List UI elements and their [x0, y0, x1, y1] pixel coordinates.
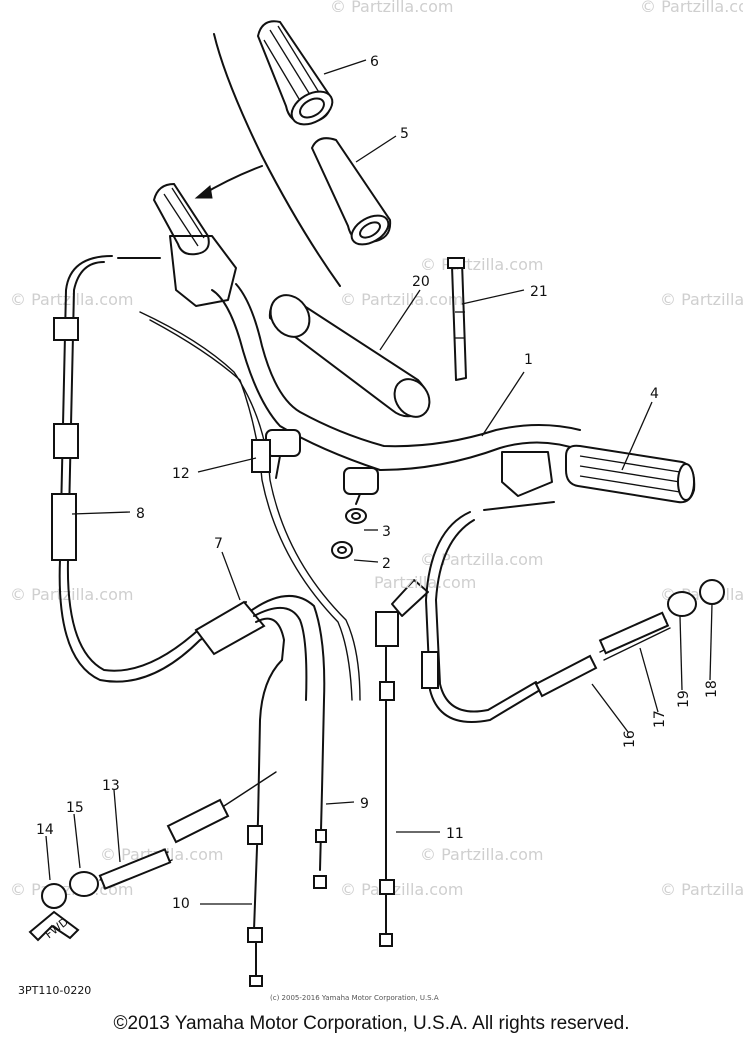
- watermark-text: © Partzilla.com: [660, 290, 743, 309]
- callout-9: 9: [360, 796, 369, 812]
- watermark-text: © Partzilla.com: [10, 585, 133, 604]
- part-14-cap[interactable]: [41, 883, 67, 909]
- callout-5: 5: [400, 126, 409, 142]
- callout-19: 19: [676, 690, 692, 708]
- right-cable-loop: [421, 501, 555, 723]
- part-19-holder[interactable]: [667, 591, 697, 617]
- callout-13: 13: [102, 778, 120, 794]
- part-7-cable-junction[interactable]: [194, 594, 326, 791]
- fwd-direction-arrow: FWD: [28, 910, 80, 942]
- callout-1: 1: [524, 352, 533, 368]
- small-copyright: (c) 2005-2016 Yamaha Motor Corporation, …: [270, 994, 439, 1002]
- watermark-text: © Partzilla.com: [420, 255, 543, 274]
- part-17-spring[interactable]: [598, 611, 671, 661]
- part-5-inner-grip[interactable]: [310, 137, 393, 250]
- callout-6: 6: [370, 54, 379, 70]
- callout-7: 7: [214, 536, 223, 552]
- center-watermark: Partzilla.com: [374, 573, 476, 592]
- callout-17: 17: [652, 710, 668, 728]
- callout-8: 8: [136, 506, 145, 522]
- part-15-holder[interactable]: [69, 871, 99, 897]
- part-9-cable[interactable]: [313, 789, 327, 889]
- watermark-layer: © Partzilla.com © Partzilla.com © Partzi…: [10, 0, 743, 899]
- watermark-text: © Partzilla.com: [340, 290, 463, 309]
- part-10-cable[interactable]: [247, 659, 283, 987]
- watermark-text: © Partzilla.com: [10, 290, 133, 309]
- assembly-arrow: [194, 33, 341, 287]
- callout-12: 12: [172, 466, 190, 482]
- callout-15: 15: [66, 800, 84, 816]
- part-4-right-grip[interactable]: [501, 444, 696, 504]
- callout-20: 20: [412, 274, 430, 290]
- part-11-cable[interactable]: [375, 579, 429, 947]
- diagram-code: 3PT110-0220: [18, 984, 91, 997]
- part-18-cap[interactable]: [699, 579, 725, 605]
- watermark-text: © Partzilla.com: [340, 880, 463, 899]
- part-8-cable[interactable]: [51, 255, 251, 683]
- watermark-text: © Partzilla.com: [420, 550, 543, 569]
- part-3-washer[interactable]: [345, 508, 367, 524]
- callout-2: 2: [382, 556, 391, 572]
- watermark-text: © Partzilla.com: [640, 0, 743, 16]
- callout-3: 3: [382, 524, 391, 540]
- part-21-band[interactable]: [447, 257, 467, 381]
- callout-11: 11: [446, 826, 464, 842]
- watermark-text: © Partzilla.com: [330, 0, 453, 16]
- watermark-text: © Partzilla.com: [420, 845, 543, 864]
- part-16-adjuster[interactable]: [534, 654, 598, 698]
- handlebar-holders: [265, 429, 379, 505]
- callout-16: 16: [622, 730, 638, 748]
- part-2-nut[interactable]: [331, 541, 353, 559]
- callout-18: 18: [704, 680, 720, 698]
- leader-lines: [45, 59, 713, 905]
- part-12-cable[interactable]: [139, 311, 361, 701]
- part-1-handlebar[interactable]: [211, 283, 581, 471]
- left-grip-assembly: [152, 182, 237, 307]
- copyright-notice: ©2013 Yamaha Motor Corporation, U.S.A. A…: [113, 1013, 630, 1034]
- callout-21: 21: [530, 284, 548, 300]
- part-13-spring[interactable]: [98, 771, 277, 890]
- callout-10: 10: [172, 896, 190, 912]
- part-6-grip[interactable]: [256, 20, 338, 131]
- part-20-grip-cover[interactable]: [263, 288, 437, 424]
- callout-14: 14: [36, 822, 54, 838]
- callout-labels: 1 2 3 4 5 6 7 8 9 10 11 12 13 14 15 16 1…: [36, 54, 720, 912]
- callout-4: 4: [650, 386, 659, 402]
- watermark-text: © Partzilla.com: [660, 880, 743, 899]
